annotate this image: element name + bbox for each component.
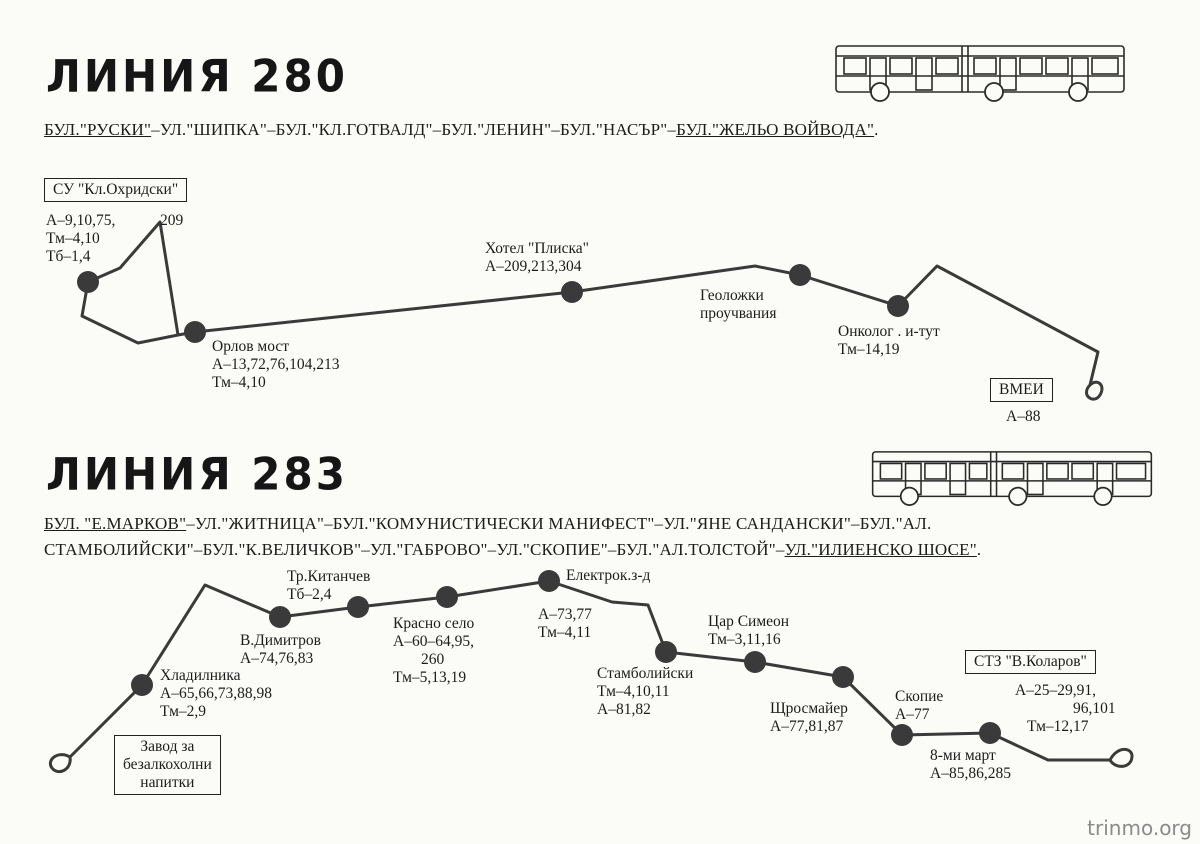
stop-krasno-selo: Красно село А–60–64,95, 260 Тм–5,13,19 [393,615,475,686]
stop-marker [131,674,153,696]
stop-marker [655,641,677,663]
line-283-start-terminal: Завод за безалкохолни напитки [114,735,221,795]
stop-v-dimitrov: В.Димитров А–74,76,83 [240,632,321,667]
stop-marker [347,596,369,618]
stop-marker [887,295,909,317]
articulated-bus-icon [835,45,1125,102]
stop-tsar-simeon: Цар Симеон Тм–3,11,16 [708,613,790,648]
stop-marker [891,724,913,746]
line-283-title: ЛИНИЯ 283 [46,448,348,501]
line-280-start-terminal: СУ "Кл.Охридски" [44,178,188,202]
line-280-title: ЛИНИЯ 280 [46,50,348,103]
stop-hladilnika: Хладилника А–65,66,73,88,98 Тм–2,9 [160,667,272,720]
stop-marker [561,281,583,303]
line-280-start-terminal-extra: 209 [160,212,184,229]
stop-elektrok-zd-name: Електрок.з-д [566,567,651,584]
line-283-route-description-1: БУЛ. "Е.МАРКОВ"–УЛ."ЖИТНИЦА"–БУЛ."КОМУНИ… [44,514,932,533]
stop-shtrosmayer: Щросмайер А–77,81,87 [770,700,848,735]
stop-skopie: Скопие А–77 [895,688,944,723]
stop-geolozhki-prouchvaniya: Геоложки проучвания [700,287,777,322]
line-280-end-terminal-lines: А–88 [1006,408,1041,425]
line-280-start-terminal-lines: А–9,10,75, Тм–4,10 Тб–1,4 [46,212,116,265]
stop-elektrok-zd-lines: А–73,77 Тм–4,11 [538,606,592,641]
line-280-terminal-loop [1085,380,1104,401]
line-283-end-terminal-lines: А–25–29,91, 96,101 Тм–12,17 [1015,682,1116,735]
line-283-route [68,579,1112,762]
articulated-bus-icon [871,451,1153,506]
stop-marker [744,651,766,673]
line-283-end-terminal: СТЗ "В.Коларов" [965,650,1096,674]
stop-marker [269,606,291,628]
line-283-start-loop [49,753,72,773]
stop-marker [538,570,560,592]
stop-onkolog-institut: Онколог . и-тут Тм–14,19 [838,323,940,358]
stop-stamboliyski: Стамболийски Тм–4,10,11 А–81,82 [597,665,694,718]
line-283-end-loop [1108,747,1134,768]
line-280-end-terminal: ВМЕИ [990,378,1053,402]
stop-marker [789,264,811,286]
stop-marker [184,321,206,343]
line-283-route-description-2: СТАМБОЛИЙСКИ"–БУЛ."К.ВЕЛИЧКОВ"–УЛ."ГАБРО… [44,540,982,559]
stop-marker [436,586,458,608]
stop-marker [832,666,854,688]
stop-tr-kitanchev: Тр.Китанчев Тб–2,4 [287,568,371,603]
stop-orlov-most: Орлов мост А–13,72,76,104,213 Тм–4,10 [212,338,340,391]
stop-8-mi-mart: 8-ми март А–85,86,285 [930,747,1011,782]
stop-hotel-pliska: Хотел "Плиска" А–209,213,304 [485,240,589,275]
stop-marker [77,271,99,293]
stop-marker [979,722,1001,744]
watermark: trinmo.org [1087,816,1192,840]
line-280-route-description: БУЛ."РУСКИ"–УЛ."ШИПКА"–БУЛ."КЛ.ГОТВАЛД"–… [44,120,879,139]
